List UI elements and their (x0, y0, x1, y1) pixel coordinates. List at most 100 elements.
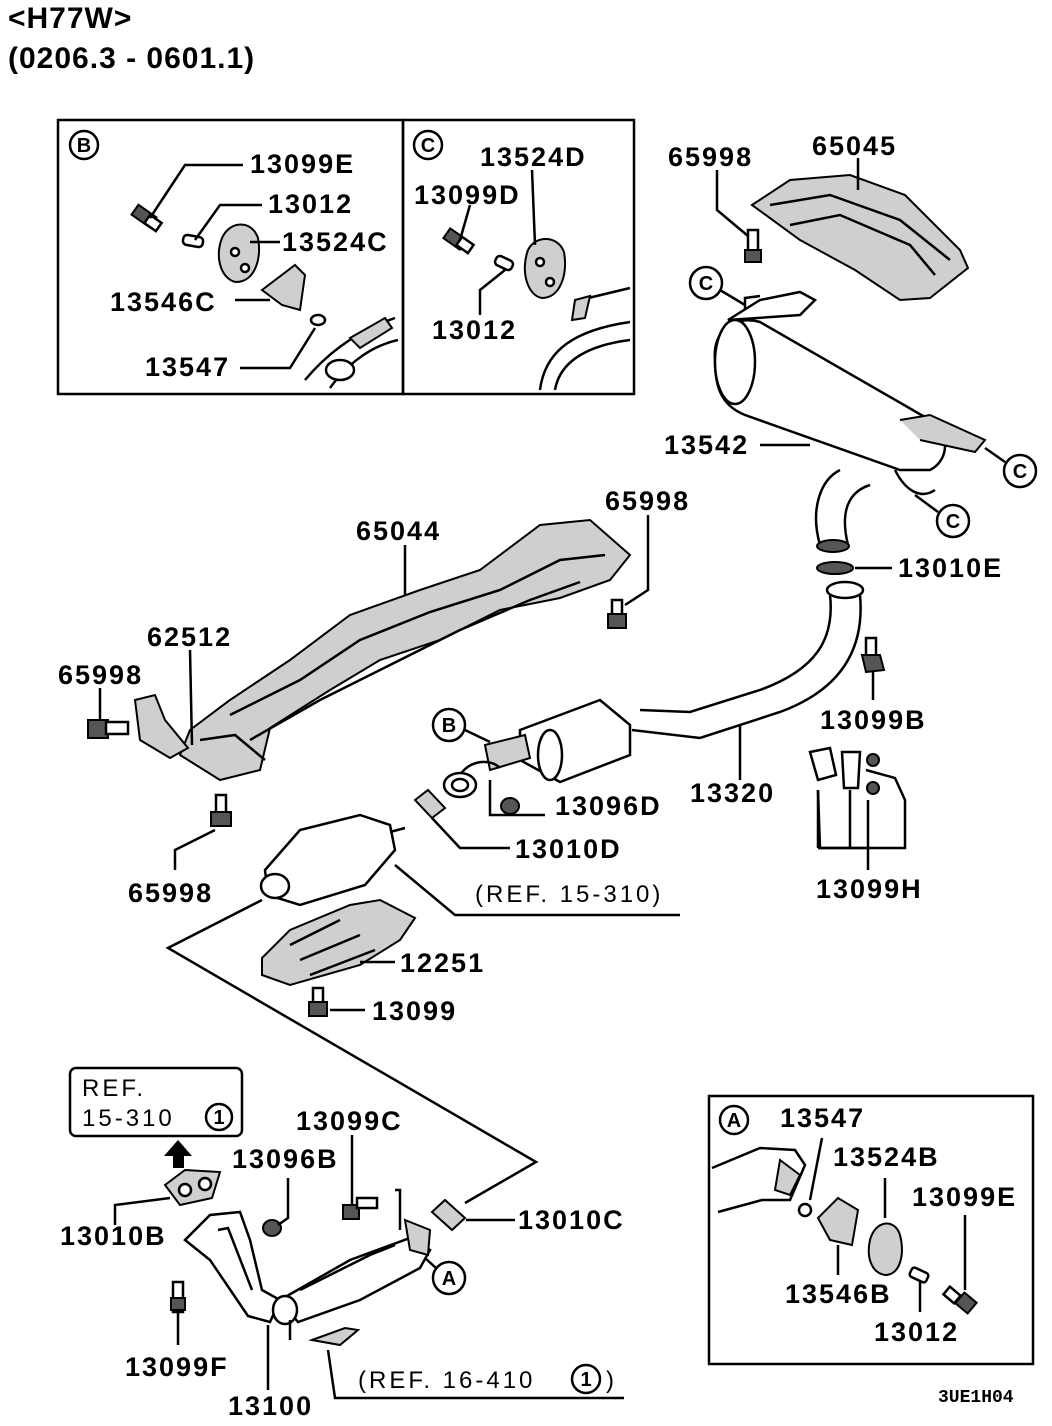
front-pipe-13100 (183, 1188, 432, 1326)
label-13542: 13542 (664, 430, 749, 460)
leader-ref-15-310 (394, 864, 680, 917)
label-13524b: 13524B (833, 1142, 940, 1172)
gasket-13010c (430, 1198, 515, 1232)
label-13099d: 13099D (414, 180, 521, 210)
detail-b-pipe (304, 316, 399, 389)
gasket-13010e (816, 561, 892, 575)
converter-shield-12251 (261, 898, 417, 987)
svg-text:A: A (727, 1110, 741, 1132)
ref-16-410-circle: 1 ) (570, 1363, 617, 1395)
svg-text:C: C (1013, 461, 1027, 483)
label-13099h: 13099H (816, 874, 923, 904)
detail-b-rubber-hanger (217, 223, 261, 284)
hanger-bolt-13099b (860, 636, 886, 700)
model-code: <H77W> (8, 2, 133, 35)
detail-a-collar (908, 1266, 930, 1312)
leader-connect-lines (165, 898, 539, 1205)
callout-b-detail: B (68, 129, 100, 161)
detail-c-bolt (441, 226, 476, 255)
label-13099: 13099 (372, 996, 457, 1026)
label-65044: 65044 (356, 516, 441, 546)
detail-c-pipe (538, 286, 631, 391)
label-65998-top: 65998 (668, 142, 753, 172)
label-13100: 13100 (228, 1391, 313, 1421)
svg-text:): ) (606, 1367, 617, 1394)
label-65998-mid: 65998 (605, 486, 690, 516)
stud-13099f (170, 1280, 186, 1345)
svg-text:B: B (442, 715, 456, 737)
label-13010d: 13010D (515, 834, 622, 864)
label-13547-b: 13547 (145, 352, 230, 382)
label-13099f: 13099F (125, 1352, 229, 1382)
heat-shield-65045 (750, 173, 970, 302)
detail-c-collar (493, 254, 515, 272)
label-13099c: 13099C (296, 1106, 403, 1136)
detail-a-bolt (941, 1215, 979, 1315)
svg-text:REF.: REF. (82, 1075, 146, 1102)
label-13010c: 13010C (518, 1205, 625, 1235)
detail-box-c (401, 118, 636, 396)
diagram-code: 3UE1H04 (938, 1388, 1014, 1408)
detail-b-leaders (148, 163, 317, 370)
detail-a-bracket (816, 1196, 860, 1275)
svg-text:C: C (946, 511, 960, 533)
detail-c-rubber-hanger (523, 238, 566, 300)
ref-box-15-310: REF. 15-310 1 (68, 1066, 244, 1138)
svg-text:A: A (442, 1268, 456, 1290)
bolt-65998-top (744, 228, 762, 263)
label-13099e-b: 13099E (250, 149, 355, 179)
label-13547-a: 13547 (780, 1103, 865, 1133)
detail-a-washer (797, 1137, 824, 1218)
center-pipe-13320 (631, 580, 865, 740)
label-62512: 62512 (147, 622, 232, 652)
catalytic-converter (259, 813, 406, 907)
label-13099b: 13099B (820, 705, 927, 735)
label-13546c: 13546C (110, 287, 217, 317)
bolt-13099c (342, 1135, 379, 1220)
bolt-65998-left (87, 688, 130, 739)
center-muffler (442, 698, 632, 799)
gasket-13010b (113, 1168, 222, 1225)
nut-13096d (488, 780, 545, 817)
bracket-ref-16-410 (288, 1320, 624, 1400)
gasket-13010d (413, 788, 510, 850)
label-13524c: 13524C (282, 227, 389, 257)
ref-16-410: (REF. 16-410 (358, 1367, 535, 1394)
bolt-13099 (308, 986, 365, 1017)
label-12251: 12251 (400, 948, 485, 978)
bracket-62512 (133, 649, 194, 760)
svg-text:B: B (77, 135, 91, 157)
label-13012-a: 13012 (874, 1317, 959, 1347)
svg-text:1: 1 (213, 1107, 224, 1129)
label-65045: 65045 (812, 131, 897, 161)
label-13096b: 13096B (232, 1144, 339, 1174)
detail-box-a (707, 1094, 1035, 1366)
ref-15-310: (REF. 15-310) (475, 881, 663, 908)
label-13320: 13320 (690, 778, 775, 808)
svg-text:C: C (699, 273, 713, 295)
detail-a-pipe (711, 1146, 807, 1214)
detail-b-bracket (260, 263, 307, 312)
leader-65998-top (715, 170, 749, 237)
callout-b-main: B (431, 707, 491, 744)
heat-shield-65044 (178, 518, 632, 782)
svg-text:C: C (421, 135, 435, 157)
label-65998-left: 65998 (58, 660, 143, 690)
detail-b-collar (181, 233, 205, 249)
label-13010e: 13010E (898, 553, 1003, 583)
detail-b-bolt (130, 203, 164, 233)
label-65998-low: 65998 (128, 878, 213, 908)
production-range: (0206.3 - 0601.1) (8, 42, 256, 75)
callout-c-main-1: C (688, 265, 746, 307)
detail-a-rubber-hanger (867, 1178, 903, 1277)
callout-a-main: A (424, 1257, 467, 1296)
svg-text:15-310: 15-310 (82, 1105, 175, 1132)
label-13546b: 13546B (785, 1279, 892, 1309)
label-13010b: 13010B (60, 1221, 167, 1251)
detail-b-washer (309, 313, 327, 327)
callout-c-detail: C (412, 129, 444, 161)
callout-c-main-2: C (984, 446, 1038, 489)
nut-13096b (262, 1178, 290, 1237)
label-13099e-a: 13099E (912, 1182, 1017, 1212)
